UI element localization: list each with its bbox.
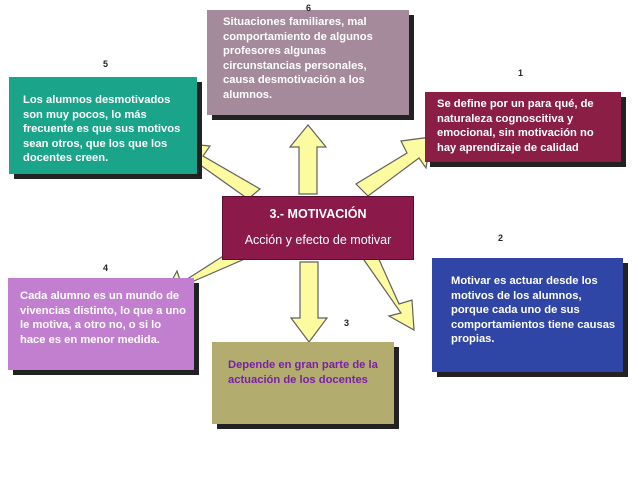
arrow-to-node-2 [363, 254, 415, 332]
arrow-to-node-1 [355, 136, 432, 197]
node-3-text: Depende en gran parte de la actuación de… [228, 359, 378, 386]
center-title: 3.- MOTIVACIÓN [269, 207, 367, 221]
node-3-number: 3 [344, 318, 350, 328]
node-2-box: Motivar es actuar desde los motivos de l… [432, 258, 623, 372]
center-subtitle: Acción y efecto de motivar [244, 233, 392, 247]
node-6-text: Situaciones familiares, mal comportamien… [223, 16, 373, 101]
node-1-text: Se define por un para qué, de naturaleza… [437, 98, 594, 154]
node-2-number: 2 [498, 233, 504, 243]
node-5-box: Los alumnos desmotivados son muy pocos, … [9, 77, 197, 174]
node-4-number: 4 [103, 263, 109, 273]
node-6-box: Situaciones familiares, mal comportamien… [207, 10, 409, 115]
center-node: 3.- MOTIVACIÓN Acción y efecto de motiva… [222, 196, 414, 260]
arrow-to-node-3 [289, 261, 329, 343]
node-1-box: Se define por un para qué, de naturaleza… [425, 92, 621, 162]
node-5-text: Los alumnos desmotivados son muy pocos, … [23, 94, 181, 165]
node-4-text: Cada alumno es un mundo de vivencias dis… [20, 290, 186, 346]
node-3-box: Depende en gran parte de la actuación de… [212, 342, 394, 424]
node-1-number: 1 [518, 68, 524, 78]
node-4-box: Cada alumno es un mundo de vivencias dis… [8, 278, 194, 370]
node-6-number: 6 [306, 3, 312, 13]
node-5-number: 5 [103, 59, 109, 69]
arrow-to-node-6 [288, 124, 328, 195]
node-2-text: Motivar es actuar desde los motivos de l… [451, 275, 616, 346]
